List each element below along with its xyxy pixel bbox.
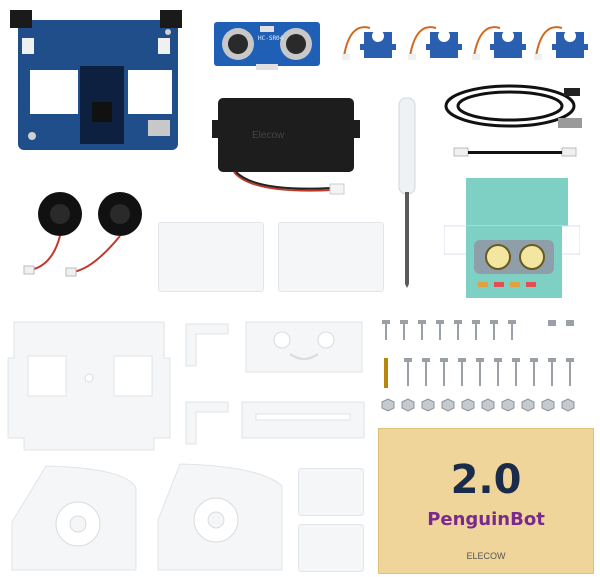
manual-title: PenguinBot <box>427 509 545 530</box>
speakers <box>22 186 142 286</box>
control-board <box>8 10 184 160</box>
instruction-manual: 2.0 PenguinBot ELECOW <box>378 428 594 574</box>
usb-cable <box>440 78 590 134</box>
battery-brand-label: Elecow <box>252 130 285 141</box>
acrylic-bracket-1 <box>184 322 230 368</box>
servo-motor-1 <box>340 18 398 68</box>
connector-cable <box>450 144 580 160</box>
acrylic-foot-left <box>6 462 146 572</box>
battery-box: Elecow <box>212 94 362 206</box>
foam-pad-small-2 <box>298 524 364 572</box>
acrylic-back-plate <box>240 400 366 440</box>
manual-version: 2.0 <box>450 457 522 503</box>
screwdriver <box>394 96 420 290</box>
foam-pad-1 <box>158 222 264 292</box>
foam-pad-small-1 <box>298 468 364 516</box>
foam-pad-2 <box>278 222 384 292</box>
face-panel <box>444 178 580 298</box>
servo-motor-3 <box>470 18 528 68</box>
servo-motor-2 <box>406 18 464 68</box>
acrylic-base-plate <box>4 318 174 454</box>
acrylic-foot-right <box>150 460 290 572</box>
sensor-model-label: HC-SR04 <box>258 35 284 42</box>
acrylic-bracket-2 <box>184 400 230 446</box>
acrylic-face-plate <box>244 320 364 374</box>
servo-motor-4 <box>532 18 590 68</box>
screws-and-nuts <box>376 316 590 416</box>
manual-brand: ELECOW <box>466 551 506 561</box>
ultrasonic-sensor: HC-SR04 <box>212 18 322 70</box>
